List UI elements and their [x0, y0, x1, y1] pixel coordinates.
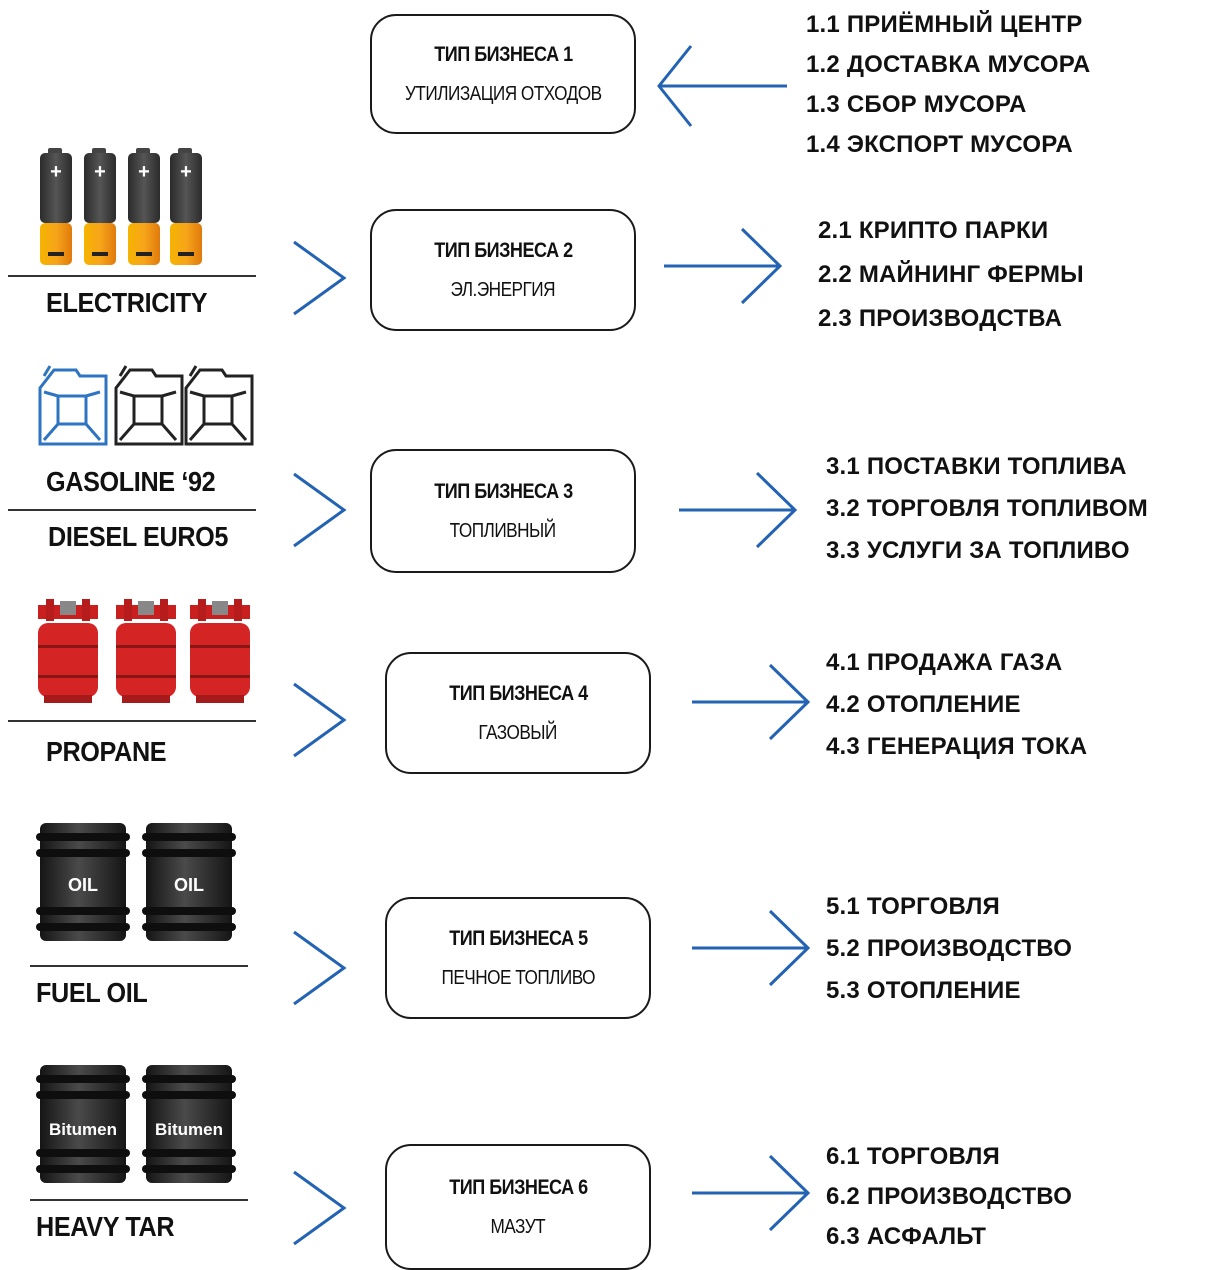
source-label-fuel-oil: FUEL OIL [36, 977, 148, 1008]
arrow-right-long-icon [692, 1154, 811, 1232]
list-item: 3.2 ТОРГОВЛЯ ТОПЛИВОМ [826, 495, 1148, 522]
business-box-3: ТИП БИЗНЕСА 3 ТОПЛИВНЫЙ [370, 449, 636, 573]
divider [8, 509, 256, 511]
business-6-items: 6.1 ТОРГОВЛЯ 6.2 ПРОИЗВОДСТВО 6.3 АСФАЛЬ… [826, 1137, 1072, 1257]
arrow-right-icon [293, 930, 347, 1006]
business-box-5: ТИП БИЗНЕСА 5 ПЕЧНОЕ ТОПЛИВО [385, 897, 651, 1019]
battery-plus: + [180, 161, 192, 183]
list-item: 5.2 ПРОИЗВОДСТВО [826, 935, 1073, 962]
bitumen-drum-icons: Bitumen Bitumen [36, 1065, 236, 1183]
list-item: 1.2 ДОСТАВКА МУСОРА [806, 51, 1091, 78]
arrow-right-icon [293, 682, 347, 758]
business-5-items: 5.1 ТОРГОВЛЯ 5.2 ПРОИЗВОДСТВО 5.3 ОТОПЛЕ… [826, 886, 1072, 1012]
arrow-right-long-icon [692, 663, 811, 741]
list-item: 4.1 ПРОДАЖА ГАЗА [826, 649, 1063, 676]
propane-cylinder-icon [38, 599, 98, 703]
oil-drum-icons: OIL OIL [36, 823, 236, 941]
battery-icon: + [84, 148, 116, 265]
source-label-heavy-tar: HEAVY TAR [36, 1211, 175, 1242]
list-item: 4.2 ОТОПЛЕНИЕ [826, 691, 1021, 718]
oil-drum-icon: OIL [36, 823, 130, 941]
battery-plus: + [94, 161, 106, 183]
business-subtitle: МАЗУТ [490, 1215, 546, 1238]
business-title: ТИП БИЗНЕСА 3 [433, 479, 573, 503]
list-item: 1.4 ЭКСПОРТ МУСОРА [806, 131, 1073, 158]
business-subtitle: ПЕЧНОЕ ТОПЛИВО [441, 966, 595, 989]
arrow-left-icon [657, 45, 787, 127]
business-subtitle: УТИЛИЗАЦИЯ ОТХОДОВ [404, 82, 602, 105]
business-subtitle: ЭЛ.ЭНЕРГИЯ [450, 278, 556, 301]
list-item: 5.3 ОТОПЛЕНИЕ [826, 977, 1021, 1004]
battery-icon: + [170, 148, 202, 265]
battery-plus: + [138, 161, 150, 183]
business-title: ТИП БИЗНЕСА 1 [433, 42, 573, 66]
business-box-2: ТИП БИЗНЕСА 2 ЭЛ.ЭНЕРГИЯ [370, 209, 636, 331]
jerrycan-icon [114, 365, 184, 446]
battery-icon: + [40, 148, 72, 265]
business-4-items: 4.1 ПРОДАЖА ГАЗА 4.2 ОТОПЛЕНИЕ 4.3 ГЕНЕР… [826, 642, 1087, 768]
divider [8, 720, 256, 722]
jerrycan-icons [38, 365, 254, 446]
oil-drum-icon: OIL [142, 823, 236, 941]
divider [30, 965, 248, 967]
bitumen-drum-icon: Bitumen [36, 1065, 130, 1183]
source-label-gasoline: GASOLINE ‘92 [46, 466, 216, 497]
propane-cylinder-icons [38, 599, 250, 703]
list-item: 2.2 МАЙНИНГ ФЕРМЫ [818, 261, 1084, 288]
list-item: 6.3 АСФАЛЬТ [826, 1223, 987, 1250]
source-label-electricity: ELECTRICITY [46, 287, 208, 318]
list-item: 5.1 ТОРГОВЛЯ [826, 893, 1000, 920]
arrow-right-icon [293, 1170, 347, 1246]
drum-label: OIL [68, 875, 98, 895]
business-subtitle: ГАЗОВЫЙ [478, 721, 558, 744]
business-box-4: ТИП БИЗНЕСА 4 ГАЗОВЫЙ [385, 652, 651, 774]
battery-icons: + + + + [40, 148, 202, 265]
business-box-1: ТИП БИЗНЕСА 1 УТИЛИЗАЦИЯ ОТХОДОВ [370, 14, 636, 134]
divider [8, 275, 256, 277]
business-title: ТИП БИЗНЕСА 2 [433, 238, 573, 262]
arrow-right-icon [293, 472, 347, 548]
list-item: 6.2 ПРОИЗВОДСТВО [826, 1183, 1073, 1210]
source-label-propane: PROPANE [46, 736, 167, 767]
business-box-6: ТИП БИЗНЕСА 6 МАЗУТ [385, 1144, 651, 1270]
bitumen-drum-icon: Bitumen [142, 1065, 236, 1183]
source-label-diesel: DIESEL EURO5 [48, 521, 229, 552]
list-item: 3.1 ПОСТАВКИ ТОПЛИВА [826, 453, 1127, 480]
list-item: 1.1 ПРИЁМНЫЙ ЦЕНТР [806, 11, 1083, 38]
propane-cylinder-icon [190, 599, 250, 703]
drum-label: OIL [174, 875, 204, 895]
arrow-right-icon [293, 240, 347, 316]
business-title: ТИП БИЗНЕСА 5 [448, 926, 588, 950]
business-1-items: 1.1 ПРИЁМНЫЙ ЦЕНТР 1.2 ДОСТАВКА МУСОРА 1… [806, 5, 1090, 165]
business-2-items: 2.1 КРИПТО ПАРКИ 2.2 МАЙНИНГ ФЕРМЫ 2.3 П… [818, 209, 1084, 341]
battery-icon: + [128, 148, 160, 265]
battery-plus: + [50, 161, 62, 183]
propane-cylinder-icon [116, 599, 176, 703]
drum-label: Bitumen [49, 1120, 117, 1139]
drum-label: Bitumen [155, 1120, 223, 1139]
list-item: 6.1 ТОРГОВЛЯ [826, 1143, 1000, 1170]
arrow-right-long-icon [692, 909, 811, 987]
list-item: 2.1 КРИПТО ПАРКИ [818, 217, 1049, 244]
list-item: 1.3 СБОР МУСОРА [806, 91, 1027, 118]
jerrycan-icon [184, 365, 254, 446]
business-3-items: 3.1 ПОСТАВКИ ТОПЛИВА 3.2 ТОРГОВЛЯ ТОПЛИВ… [826, 446, 1148, 572]
list-item: 3.3 УСЛУГИ ЗА ТОПЛИВО [826, 537, 1130, 564]
list-item: 2.3 ПРОИЗВОДСТВА [818, 305, 1063, 332]
business-subtitle: ТОПЛИВНЫЙ [450, 519, 556, 542]
jerrycan-icon [38, 365, 108, 446]
arrow-right-long-icon [679, 471, 798, 549]
business-title: ТИП БИЗНЕСА 4 [448, 681, 588, 705]
divider [30, 1199, 248, 1201]
business-title: ТИП БИЗНЕСА 6 [448, 1175, 588, 1199]
arrow-right-long-icon [664, 227, 783, 305]
list-item: 4.3 ГЕНЕРАЦИЯ ТОКА [826, 733, 1088, 760]
